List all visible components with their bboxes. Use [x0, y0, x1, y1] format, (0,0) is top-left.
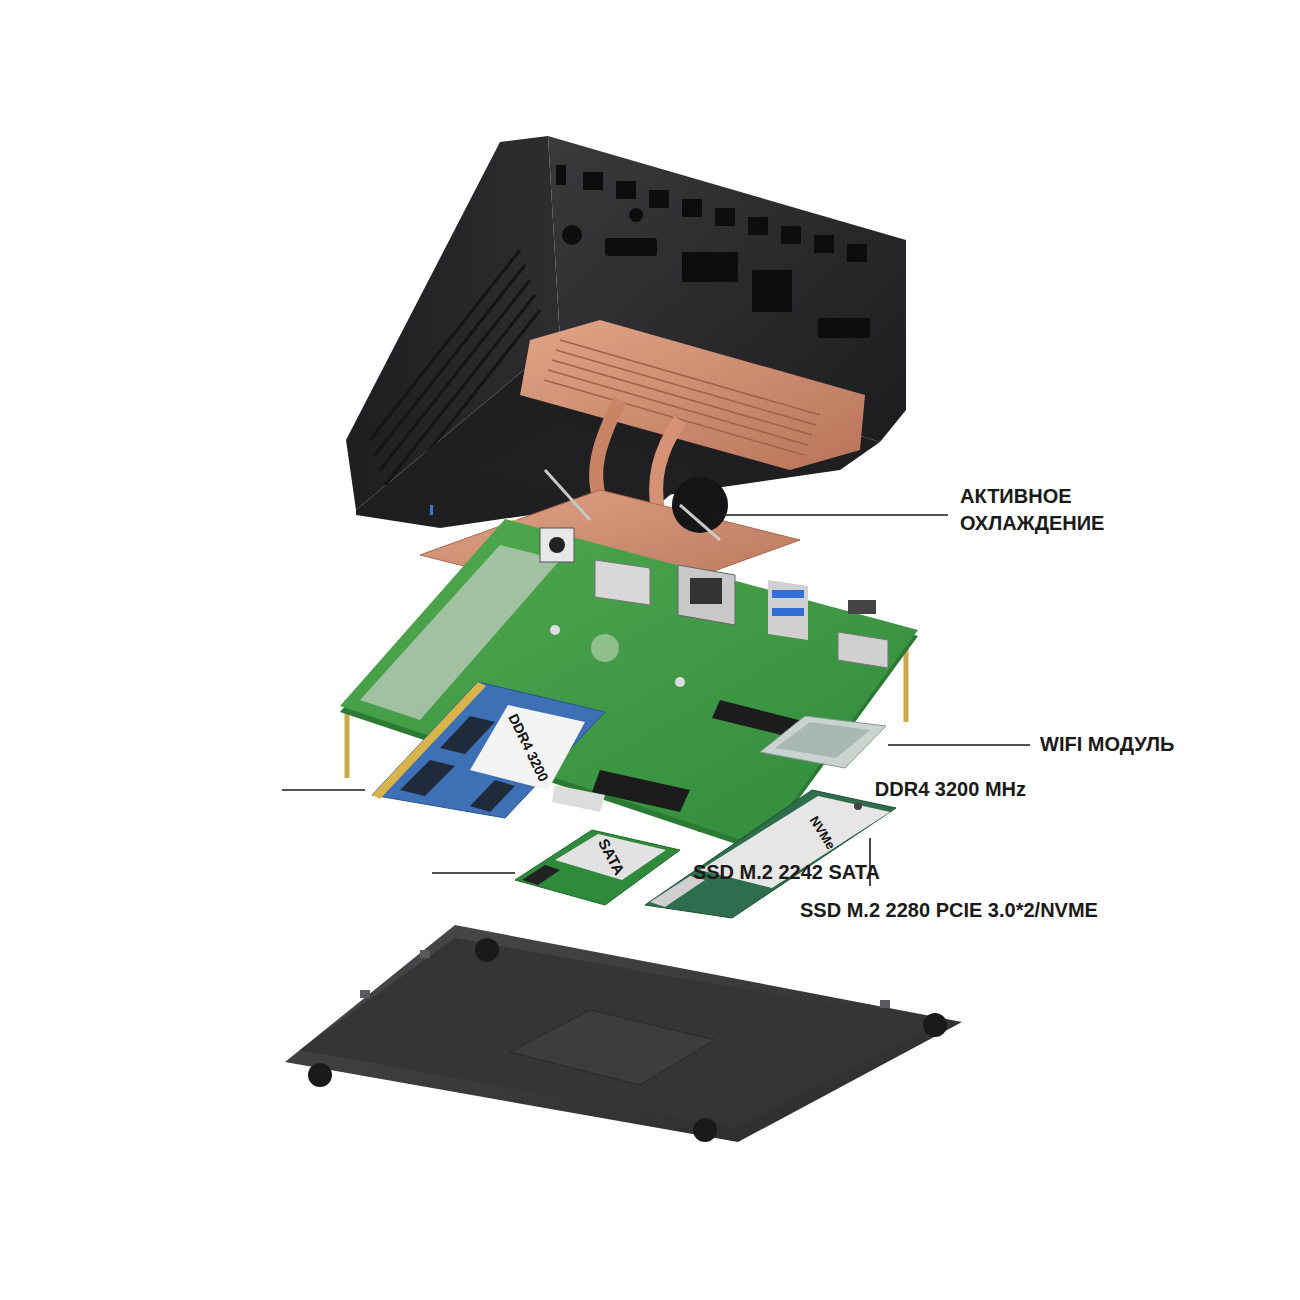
case-top — [346, 136, 906, 528]
leader-lines — [282, 515, 1030, 886]
nvme-ssd — [645, 790, 896, 918]
wifi-module — [760, 716, 886, 768]
callout-label: SSD M.2 2242 SATA — [693, 859, 880, 886]
sata-ssd — [515, 830, 680, 905]
bottom-plate — [285, 925, 962, 1142]
ram-module — [372, 682, 605, 818]
callout-label: DDR4 3200 MHz — [875, 776, 1026, 803]
callout-label: SSD M.2 2280 PCIE 3.0*2/NVME — [800, 897, 1098, 924]
callout-label: WIFI МОДУЛЬ — [1040, 731, 1174, 758]
callout-label: АКТИВНОЕ ОХЛАЖДЕНИЕ — [960, 483, 1104, 537]
